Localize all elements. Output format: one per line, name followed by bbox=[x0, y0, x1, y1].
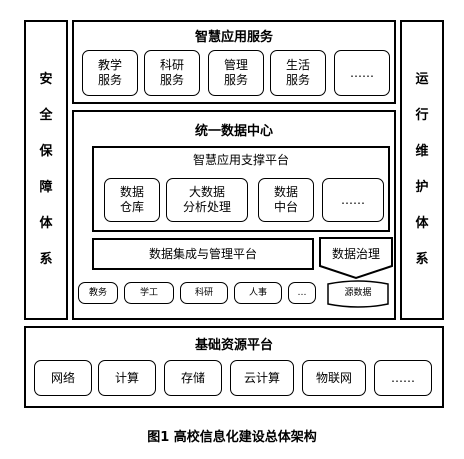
operations-system-label: 运 行 维 护 体 系 bbox=[415, 72, 429, 267]
base-platform-title: 基础资源平台 bbox=[194, 338, 273, 353]
security-system-panel bbox=[24, 20, 68, 320]
integration-platform-box: 数据集成与管理平台 bbox=[92, 238, 314, 270]
life-service-box: 生活服务 bbox=[270, 50, 326, 96]
big-data-analysis-box: 大数据分析处理 bbox=[166, 178, 248, 222]
data-center-title: 统一数据中心 bbox=[194, 124, 273, 139]
source-student-affairs-box: 学工 bbox=[124, 282, 174, 304]
source-academic-box: 教务 bbox=[78, 282, 118, 304]
figure-caption: 图1 高校信息化建设总体架构 bbox=[147, 430, 317, 445]
more-services-box: …… bbox=[334, 50, 390, 96]
source-data-label: 源数据 bbox=[344, 288, 372, 298]
research-service-box: 科研服务 bbox=[144, 50, 200, 96]
data-warehouse-box: 数据仓库 bbox=[104, 178, 160, 222]
source-hr-box: 人事 bbox=[234, 282, 282, 304]
source-more-box: … bbox=[288, 282, 316, 304]
app-services-title: 智慧应用服务 bbox=[194, 30, 273, 45]
cloud-computing-box: 云计算 bbox=[230, 360, 294, 396]
data-governance-label: 数据治理 bbox=[331, 247, 380, 261]
compute-box: 计算 bbox=[98, 360, 156, 396]
more-support-box: …… bbox=[322, 178, 384, 222]
governance-pentagon bbox=[319, 237, 393, 280]
management-service-box: 管理服务 bbox=[208, 50, 264, 96]
teaching-service-box: 教学服务 bbox=[82, 50, 138, 96]
source-data-cylinder bbox=[327, 280, 389, 308]
operations-system-panel bbox=[400, 20, 444, 320]
storage-box: 存储 bbox=[164, 360, 222, 396]
source-research-box: 科研 bbox=[180, 282, 228, 304]
security-system-label: 安 全 保 障 体 系 bbox=[39, 72, 53, 267]
network-box: 网络 bbox=[34, 360, 92, 396]
more-resources-box: …… bbox=[374, 360, 432, 396]
iot-box: 物联网 bbox=[302, 360, 366, 396]
support-platform-title: 智慧应用支撑平台 bbox=[192, 153, 289, 167]
data-middle-platform-box: 数据中台 bbox=[258, 178, 314, 222]
